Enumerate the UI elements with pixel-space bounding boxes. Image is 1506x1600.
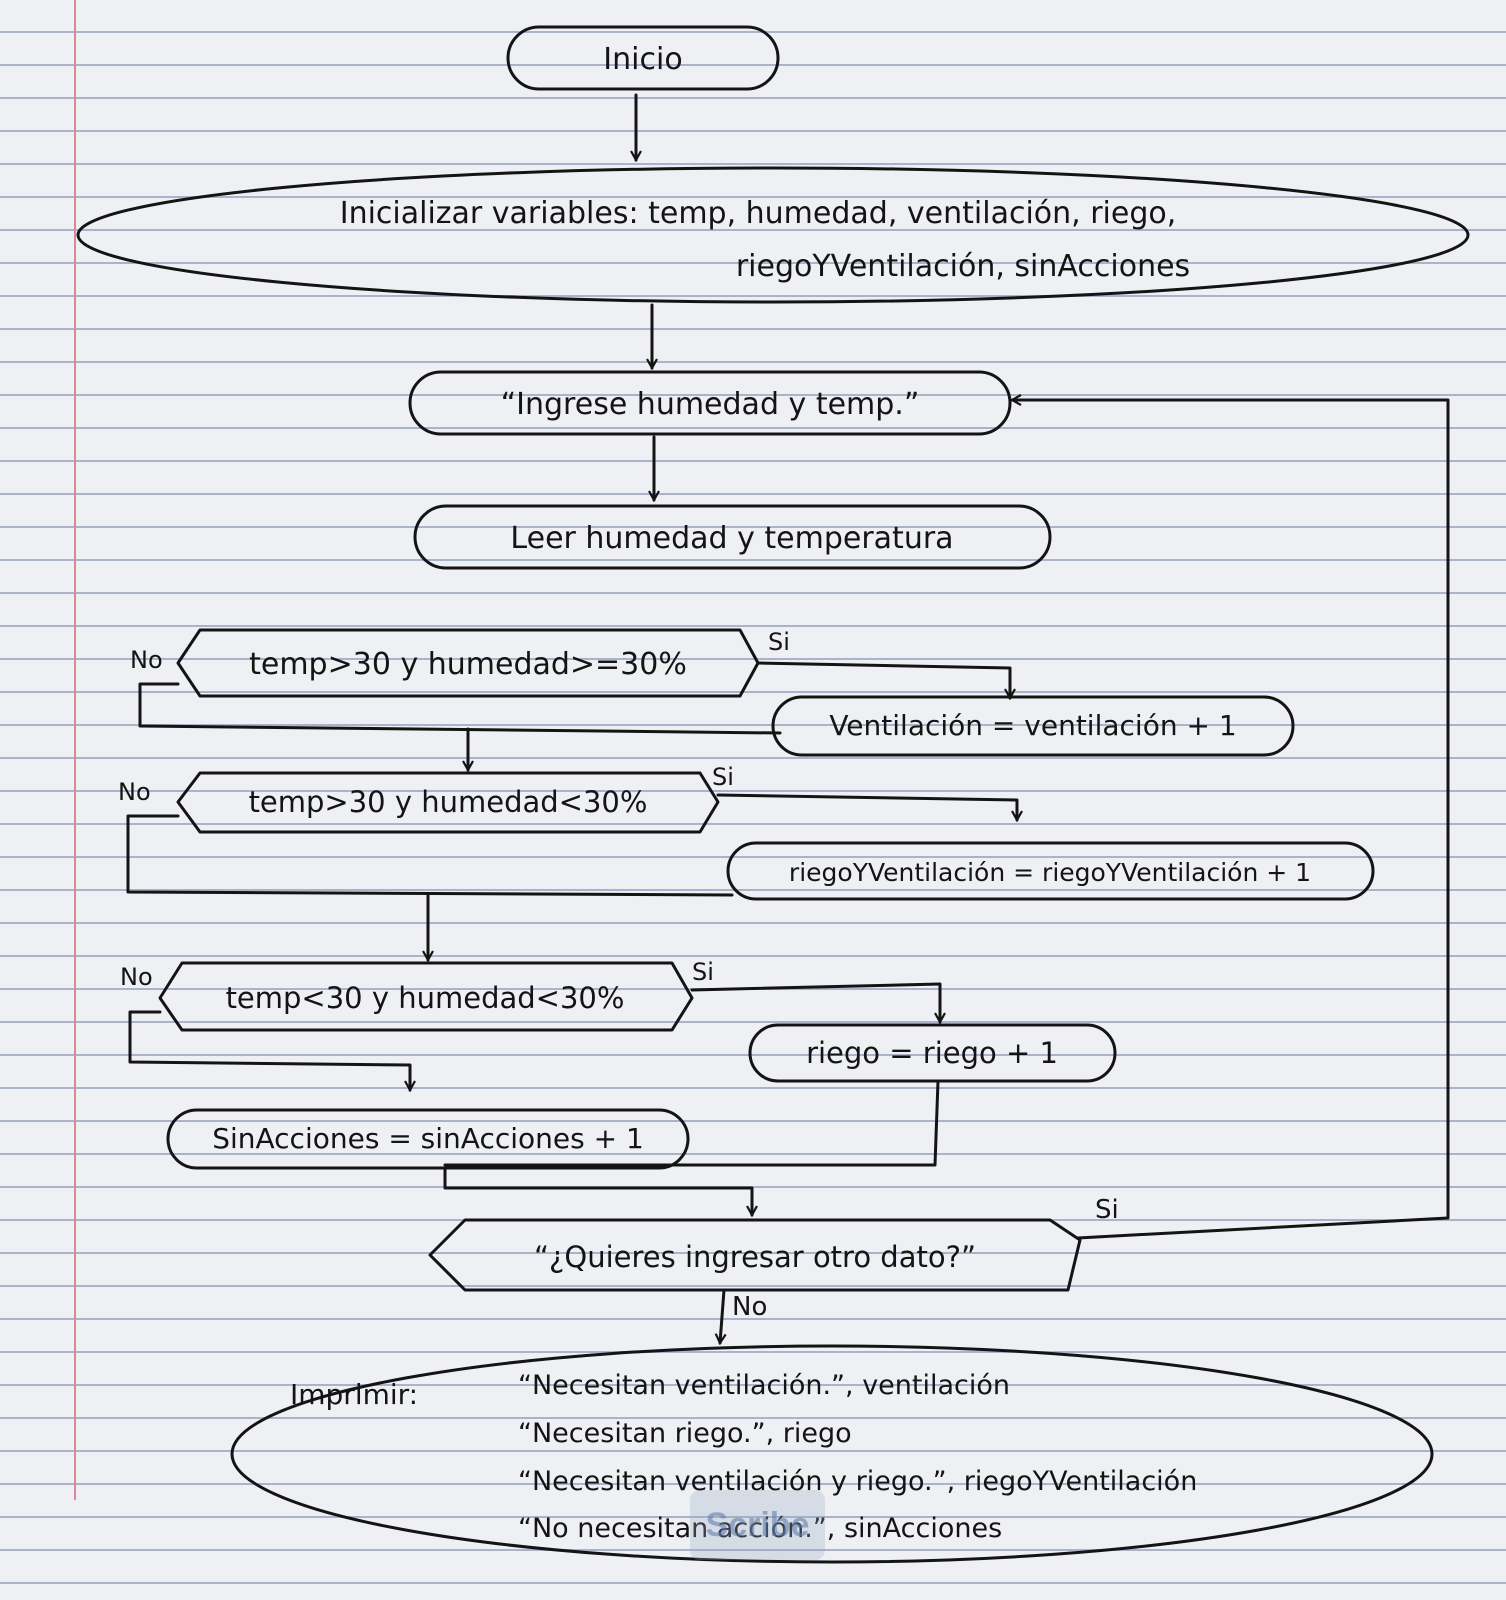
c1-no-label: No xyxy=(130,646,163,674)
decision-3 xyxy=(158,961,694,1032)
action-riego-ventilacion xyxy=(726,841,1375,901)
arrow-riego-merge xyxy=(443,1079,940,1167)
scribe-watermark: Scribe xyxy=(690,1490,825,1560)
arrow-c2-no xyxy=(126,814,734,897)
print-label: Imprimir: xyxy=(290,1378,418,1411)
watermark-text: Scribe xyxy=(705,1505,810,1544)
init-process xyxy=(76,166,1470,304)
init-text-line1: Inicializar variables: temp, humedad, ve… xyxy=(340,196,1177,231)
action-riego xyxy=(748,1023,1117,1083)
action-riego-ventilacion-text: riegoYVentilación = riegoYVentilación + … xyxy=(789,858,1311,887)
print-output xyxy=(230,1344,1434,1564)
start-text: Inicio xyxy=(603,42,682,77)
c2-yes-label: Si xyxy=(712,763,734,791)
decision-3-text: temp<30 y humedad<30% xyxy=(226,981,625,1015)
decision-1-text: temp>30 y humedad>=30% xyxy=(249,647,687,682)
ask-no-label: No xyxy=(732,1292,767,1322)
arrow-c3-no xyxy=(128,1010,410,1090)
print-line-2: “Necesitan riego.”, riego xyxy=(518,1418,852,1449)
prompt-text: “Ingrese humedad y temp.” xyxy=(501,387,920,422)
start-terminal xyxy=(506,25,780,91)
action-riego-text: riego = riego + 1 xyxy=(806,1036,1058,1070)
read-text: Leer humedad y temperatura xyxy=(510,521,953,556)
action-ventilation xyxy=(771,695,1295,757)
c3-no-label: No xyxy=(120,963,153,991)
action-ventilation-text: Ventilación = ventilación + 1 xyxy=(829,709,1236,742)
print-line-1: “Necesitan ventilación.”, ventilación xyxy=(518,1370,1010,1401)
action-sin-acciones xyxy=(166,1108,690,1170)
margin-line xyxy=(74,0,76,1500)
arrow-c2-yes xyxy=(716,793,1017,820)
decision-ask xyxy=(428,1218,1082,1292)
c3-yes-label: Si xyxy=(692,958,714,986)
arrow-ask-no xyxy=(720,1288,724,1343)
decision-2 xyxy=(176,771,720,834)
c1-yes-label: Si xyxy=(768,628,790,656)
print-line-4: “No necesitan acción.”, sinAcciones xyxy=(518,1513,1002,1544)
action-sin-acciones-text: SinAcciones = sinAcciones + 1 xyxy=(212,1122,644,1155)
read-input xyxy=(413,504,1052,570)
decision-ask-text: “¿Quieres ingresar otro dato?” xyxy=(534,1240,976,1274)
arrow-ask-yes-loop xyxy=(1012,400,1450,1240)
decision-2-text: temp>30 y humedad<30% xyxy=(249,785,648,819)
arrow-c3-yes xyxy=(690,982,940,1022)
ask-yes-label: Si xyxy=(1095,1195,1119,1225)
c2-no-label: No xyxy=(118,778,151,806)
print-line-3: “Necesitan ventilación y riego.”, riegoY… xyxy=(518,1466,1197,1497)
arrow-sin-merge xyxy=(443,1166,752,1215)
init-text-line2: riegoYVentilación, sinAcciones xyxy=(736,249,1190,284)
arrow-c1-yes xyxy=(756,661,1010,698)
arrow-c1-no xyxy=(138,682,782,735)
